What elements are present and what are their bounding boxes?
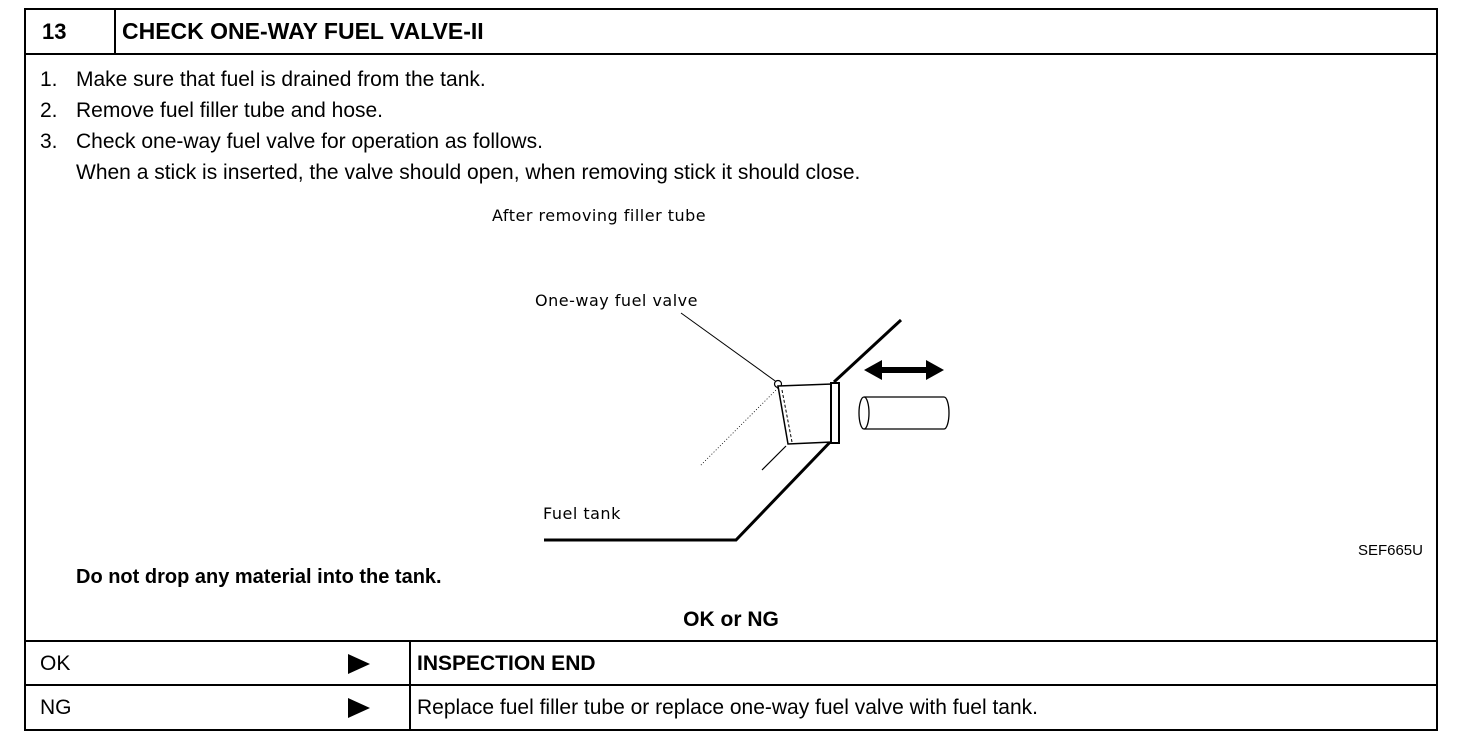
procedure-list: 1. Make sure that fuel is drained from t… — [40, 64, 860, 188]
tank-wall-lower — [544, 436, 836, 542]
caution-note: Do not drop any material into the tank. — [76, 566, 442, 588]
result-row-ok: OK INSPECTION END — [26, 642, 1436, 686]
step-title: CHECK ONE-WAY FUEL VALVE-II — [122, 18, 484, 44]
result-label: NG — [40, 696, 72, 719]
inspection-step-box: 13 CHECK ONE-WAY FUEL VALVE-II 1. Make s… — [24, 8, 1438, 731]
result-action: Replace fuel filler tube or replace one-… — [409, 686, 1429, 731]
step-detail: When a stick is inserted, the valve shou… — [76, 161, 861, 184]
tank-label: Fuel tank — [543, 504, 621, 523]
valve-body — [777, 383, 833, 445]
tank-wall-upper — [832, 318, 903, 384]
arrow-right-icon — [926, 360, 944, 380]
valve-label: One-way fuel valve — [535, 291, 698, 310]
arrow-left-icon — [864, 360, 882, 380]
figure-code: SEF665U — [1358, 542, 1423, 559]
result-action: INSPECTION END — [409, 642, 1429, 684]
guide-line — [699, 387, 779, 467]
result-label: OK — [40, 652, 71, 675]
step-index: 1. — [40, 68, 58, 91]
valve-illustration: After removing filler tube One-way fuel … — [26, 200, 1436, 570]
procedure-step-3: 3. Check one-way fuel valve for operatio… — [40, 126, 860, 188]
valve-diagram: After removing filler tube One-way fuel … — [492, 206, 1423, 559]
leader-line — [680, 312, 779, 384]
valve-flange — [830, 382, 840, 444]
step-number: 13 — [26, 10, 116, 53]
figure-caption: After removing filler tube — [492, 206, 706, 225]
right-triangle-icon — [348, 698, 370, 718]
results-table: OK INSPECTION END NG Replace fuel filler… — [26, 640, 1436, 731]
result-row-ng: NG Replace fuel filler tube or replace o… — [26, 686, 1436, 731]
ok-ng-question: OK or NG — [683, 608, 779, 631]
stick-cylinder — [864, 396, 950, 430]
step-text: Remove fuel filler tube and hose. — [76, 99, 384, 122]
procedure-step-1: 1. Make sure that fuel is drained from t… — [40, 64, 860, 95]
valve-flap — [781, 389, 793, 443]
guide-line — [761, 445, 787, 471]
step-header: 13 CHECK ONE-WAY FUEL VALVE-II — [26, 10, 1436, 55]
stick-end — [858, 396, 870, 430]
step-text: Check one-way fuel valve for operation a… — [76, 130, 543, 153]
procedure-step-2: 2. Remove fuel filler tube and hose. — [40, 95, 860, 126]
right-triangle-icon — [348, 654, 370, 674]
step-index: 3. — [40, 130, 58, 153]
step-index: 2. — [40, 99, 58, 122]
step-text: Make sure that fuel is drained from the … — [76, 68, 486, 91]
